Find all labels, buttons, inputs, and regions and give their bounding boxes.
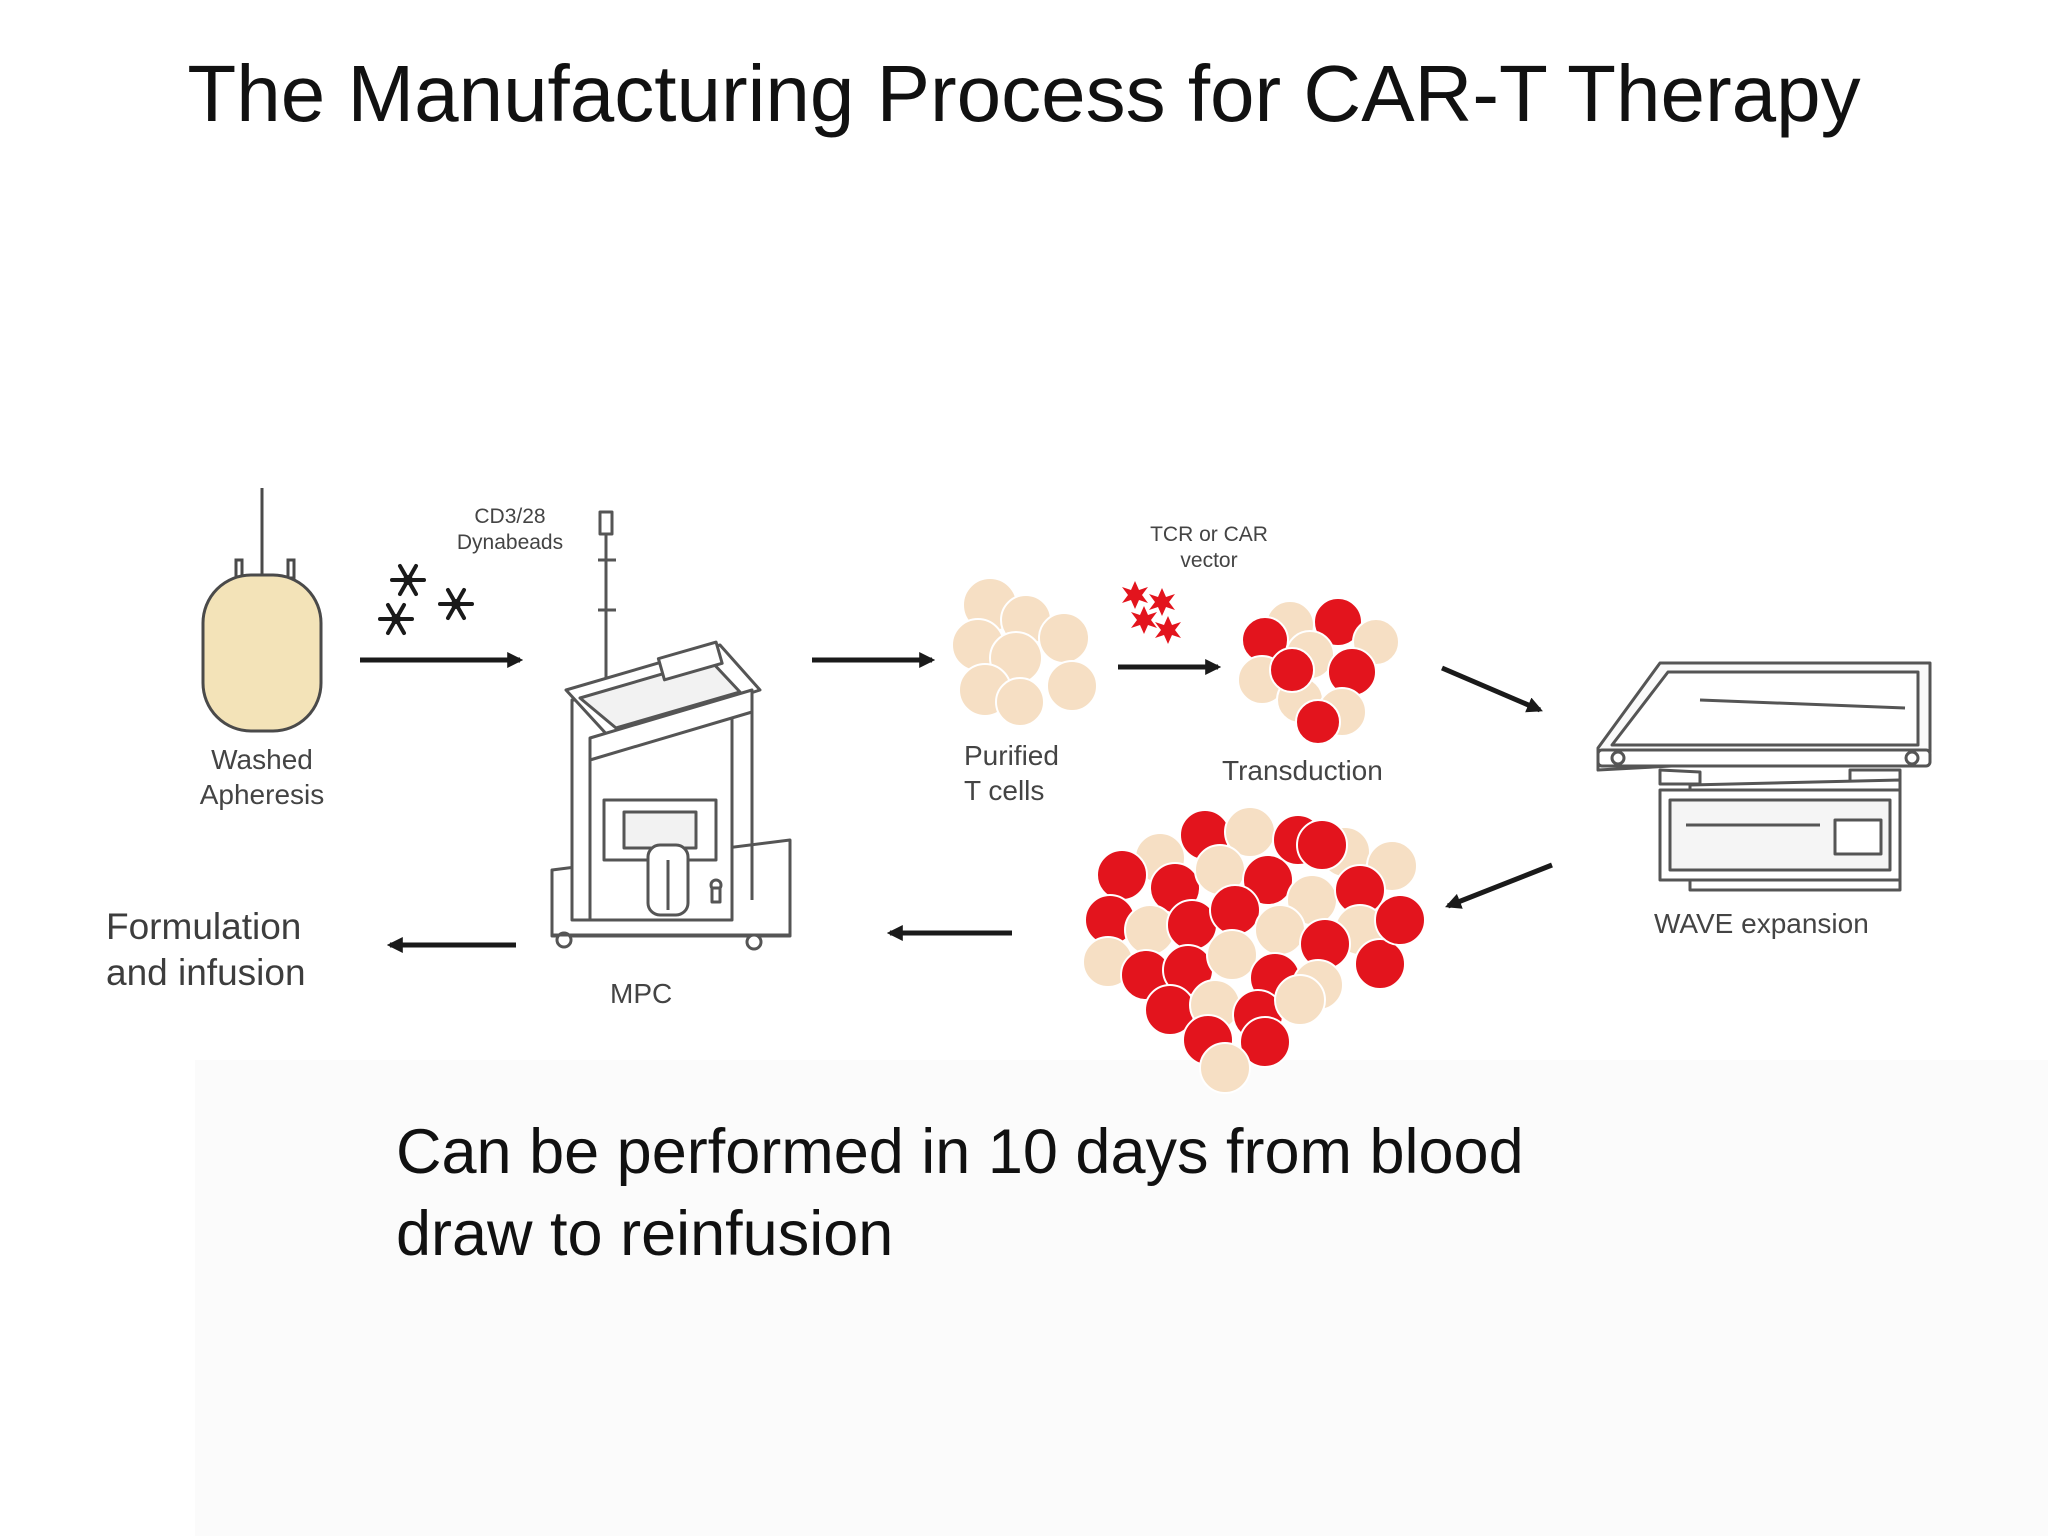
expanded-cell	[1254, 904, 1306, 956]
label-purified-t-cells: Purified T cells	[964, 738, 1059, 808]
purified-t-cells-cluster	[951, 577, 1098, 727]
label-dynabeads-line2: Dynabeads	[456, 531, 564, 555]
expanded-cell	[1206, 929, 1258, 981]
label-transduction: Transduction	[1222, 755, 1383, 786]
label-mpc: MPC	[610, 978, 673, 1009]
expanded-cells-cluster	[1082, 806, 1426, 1094]
blood-bag-icon	[201, 488, 323, 733]
expanded-cell	[1242, 854, 1294, 906]
label-purified-line1: Purified	[964, 740, 1059, 771]
label-washed-apheresis: Washed Apheresis	[192, 742, 332, 812]
mpc-magnet-device-icon	[550, 510, 792, 951]
page-title: The Manufacturing Process for CAR-T Ther…	[187, 49, 1861, 138]
label-formulation-line1: Formulation	[106, 906, 302, 947]
expanded-cell	[1296, 819, 1348, 871]
label-wave-expansion: WAVE expansion	[1654, 908, 1869, 939]
transduction-cells-cluster	[1237, 597, 1400, 745]
label-tcr-car-vector: TCR or CAR vector	[1134, 522, 1284, 575]
snowflake-bead-icon	[378, 564, 474, 635]
label-dynabeads-line1: CD3/28	[474, 505, 546, 528]
flow-arrows	[360, 651, 1553, 954]
label-washed-line2: Apheresis	[199, 779, 325, 810]
expanded-cell	[1096, 849, 1148, 901]
label-formulation-line2: and infusion	[106, 952, 306, 994]
expanded-cell	[1374, 894, 1426, 946]
label-purified-line2: T cells	[964, 775, 1045, 806]
caption-line1: Can be performed in 10 days from blood	[396, 1117, 1524, 1187]
caption-line2: draw to reinfusion	[396, 1198, 894, 1269]
expanded-cell	[1354, 938, 1406, 990]
starburst-vector-icon	[1122, 581, 1181, 644]
label-washed-line1: Washed	[211, 744, 313, 775]
wave-bioreactor-icon	[1596, 661, 1932, 892]
expanded-cell	[1274, 974, 1326, 1026]
arrow-transduction-to-wave	[1441, 665, 1543, 713]
label-dynabeads: CD3/28 Dynabeads	[440, 504, 580, 557]
expanded-cell	[1239, 1016, 1291, 1068]
label-vector-line2: vector	[1180, 549, 1238, 573]
label-vector-line1: TCR or CAR	[1150, 523, 1268, 546]
expanded-cell	[1199, 1042, 1251, 1094]
arrow-wave-to-expanded	[1445, 862, 1553, 909]
expanded-cell	[1209, 884, 1261, 936]
caption-text: Can be performed in 10 days from blood d…	[396, 1112, 1796, 1276]
label-formulation-infusion: Formulation and infusion	[106, 904, 306, 997]
background-panel	[195, 1060, 2048, 1536]
